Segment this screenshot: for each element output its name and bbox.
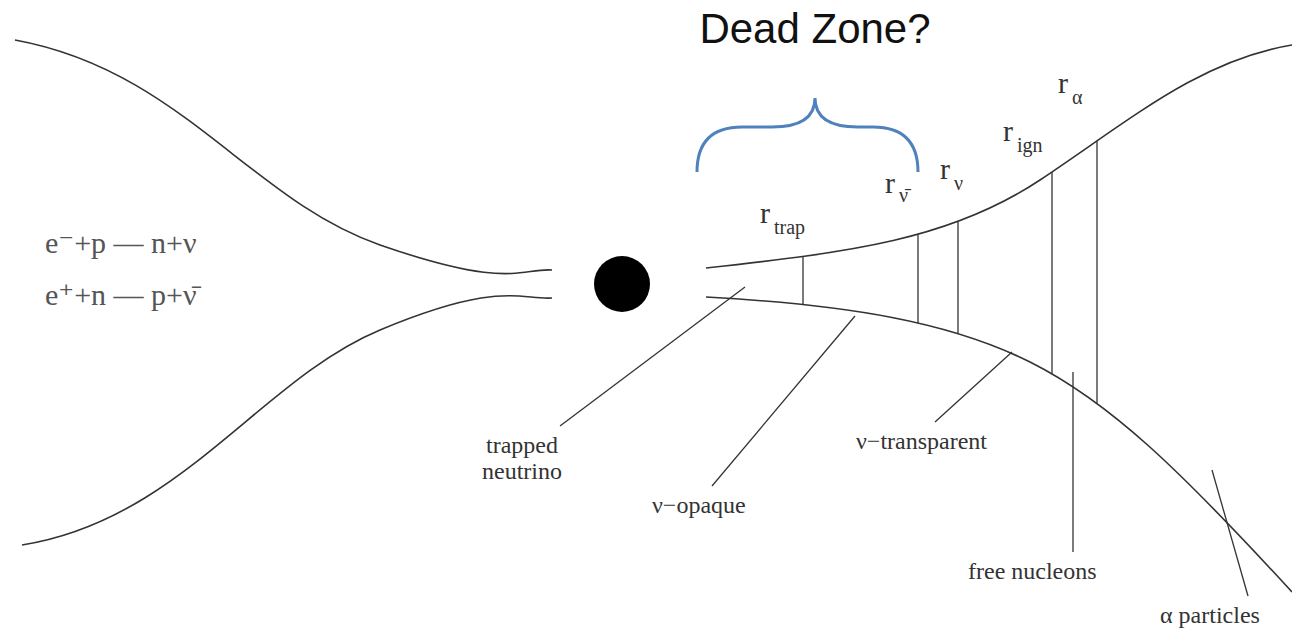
radius-subscript: α	[1072, 86, 1082, 108]
reaction-equation: e⁺+n — p+ν̄	[45, 278, 197, 311]
leader-line	[560, 287, 745, 426]
leader-line	[1212, 470, 1248, 596]
disk-outline	[706, 297, 1292, 592]
radius-symbol: r	[760, 196, 770, 229]
radius-marker	[802, 256, 803, 304]
region-label: α particles	[1160, 602, 1260, 628]
region-label: ν−transparent	[856, 428, 987, 454]
disk-outline	[22, 296, 552, 545]
radius-subscript: ν	[954, 172, 963, 194]
radius-symbol: r	[885, 166, 895, 199]
curly-brace	[697, 98, 918, 172]
leader-line	[935, 352, 1012, 422]
radius-subscript: ign	[1017, 134, 1043, 156]
radius-marker	[1051, 172, 1052, 374]
leader-line	[712, 316, 855, 486]
radius-symbol: r	[1058, 66, 1068, 99]
radius-symbol: r	[1003, 114, 1013, 147]
leader-line	[1072, 372, 1073, 552]
region-label: free nucleons	[968, 558, 1097, 584]
disk-outline	[15, 40, 552, 274]
disk-outline	[706, 45, 1292, 268]
radius-subscript: trap	[774, 216, 805, 238]
region-annotation: Dead Zone?	[699, 6, 930, 52]
radius-marker	[1096, 141, 1097, 404]
radius-marker	[917, 234, 918, 323]
reaction-equation: e⁻+p — n+ν	[45, 226, 197, 259]
region-label: ν−opaque	[652, 492, 746, 518]
region-label: trapped neutrino	[465, 432, 580, 485]
radius-symbol: r	[940, 152, 950, 185]
radius-subscript: ν̄	[899, 184, 908, 206]
black-hole	[594, 256, 650, 312]
radius-marker	[957, 221, 958, 333]
